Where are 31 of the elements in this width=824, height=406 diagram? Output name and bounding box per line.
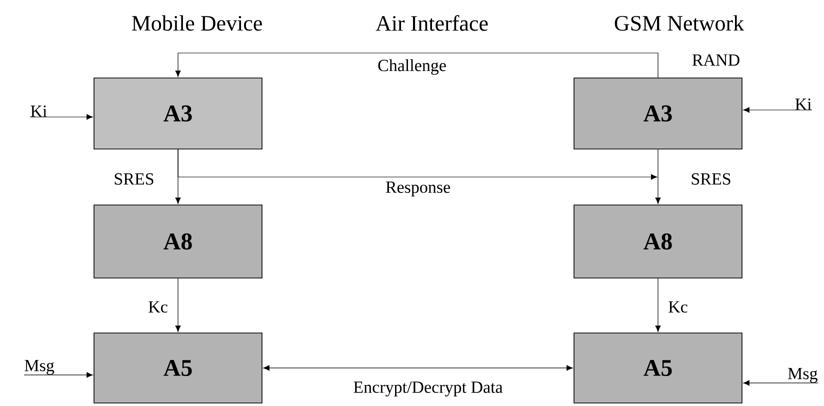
signal-label: RAND: [692, 54, 740, 66]
arrow: [743, 380, 818, 386]
arrow: [24, 372, 93, 378]
edge-label: Challenge: [378, 59, 446, 75]
arrow: [175, 278, 181, 332]
column-heading: Air Interface: [376, 15, 488, 31]
edge-label: Kc: [668, 301, 688, 313]
process-box: A3: [574, 78, 742, 150]
arrow: [743, 107, 812, 113]
column-heading: Mobile Device: [132, 15, 262, 31]
process-box: A5: [574, 332, 742, 404]
process-box: A8: [574, 204, 742, 278]
process-box: A3: [94, 78, 262, 150]
input-label: Ki: [795, 98, 812, 110]
edge-label: Encrypt/Decrypt Data: [354, 382, 503, 396]
edge-label: SRES: [114, 173, 154, 185]
edge-label: Kc: [148, 301, 168, 313]
edge-label: SRES: [692, 173, 730, 185]
arrow: [655, 149, 661, 204]
arrow: [655, 278, 661, 332]
input-label: Ki: [30, 106, 47, 117]
arrow: [30, 114, 93, 120]
edge-label: Response: [386, 182, 450, 196]
input-label: Msg: [788, 368, 818, 383]
process-box: A8: [94, 204, 262, 278]
input-label: Msg: [24, 360, 54, 375]
column-heading: GSM Network: [614, 15, 744, 31]
arrow: [263, 365, 573, 371]
arrow: [175, 52, 658, 78]
process-box: A5: [94, 332, 262, 404]
arrow: [178, 149, 658, 180]
